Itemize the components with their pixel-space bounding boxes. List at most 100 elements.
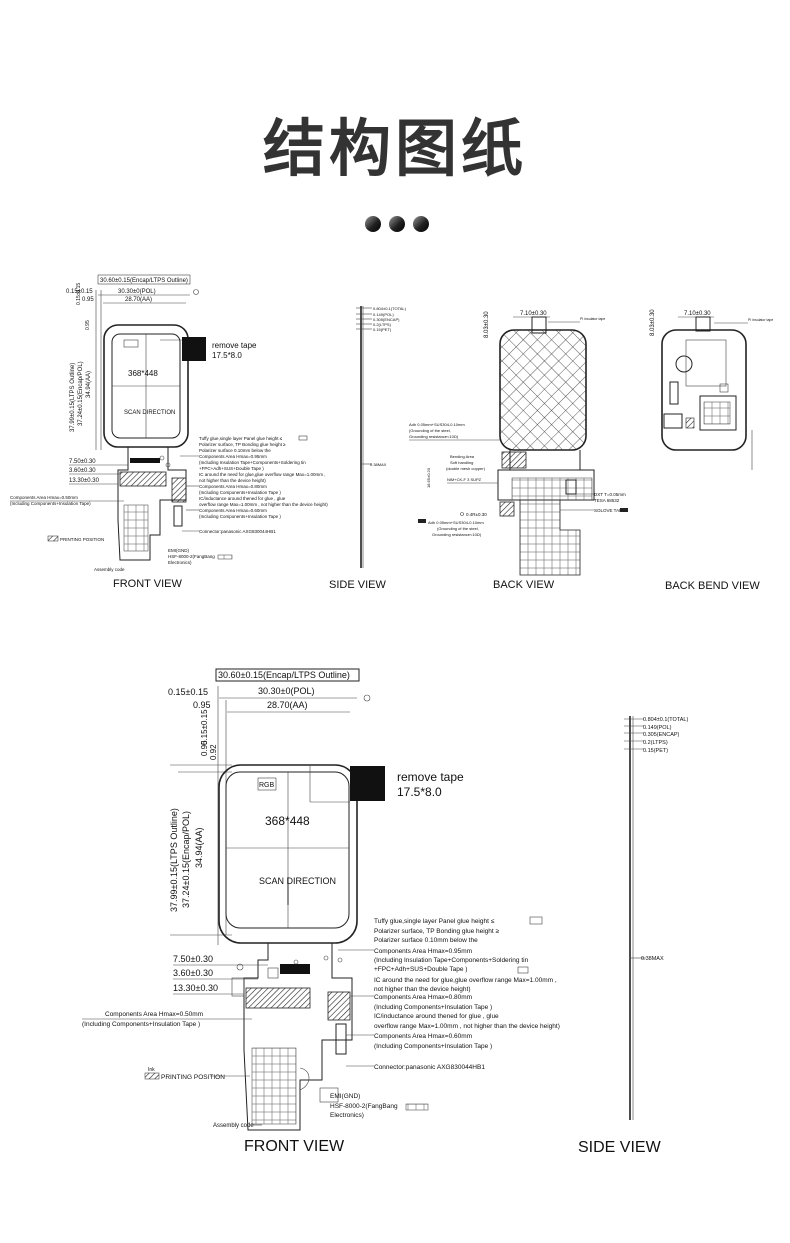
back-tape-note: PI insulator tape <box>580 317 605 321</box>
b-note: (Including Components+Insulation Tape ) <box>374 1004 492 1011</box>
dim-c-label: 13.30±0.30 <box>69 478 100 484</box>
side-layer: 0.804±0.1(TOTAL) <box>373 306 407 311</box>
b-side-layer: 0.305(ENCAP) <box>643 732 680 738</box>
b-components-left-a: Components Area Hmax=0.50mm <box>105 1011 203 1018</box>
b-ink-label: Ink <box>148 1067 155 1073</box>
note-line: Polarizer surface, TP Bonding glue heigh… <box>199 442 286 447</box>
encap-outline-box <box>97 274 191 285</box>
back-adh2-a: Adh 0.05mm+SUS304-0.10mm <box>428 520 484 525</box>
b-note: overflow range Max=1.00mm , not higher t… <box>374 1023 560 1030</box>
back-adh-b: (Grounding of the steel, <box>409 428 451 433</box>
back-dxt: DXT T=0.05mm <box>594 492 626 497</box>
gap-label: 0.95 <box>82 297 94 303</box>
b-side-layer: 0.15(PET) <box>643 748 668 754</box>
b-left-offset: 0.15±0.15 <box>168 687 208 697</box>
back-mesh-panel <box>499 329 587 451</box>
note-line: (Including Insulation Tape+Components+So… <box>199 460 306 465</box>
index-hatch-icon <box>47 535 59 542</box>
v-gap-label: 0.95 <box>85 320 91 330</box>
b-note: IC/inductance around thened for glue , g… <box>374 1013 499 1020</box>
b-ltps-height: 37.99±0.15(LTPS Outline) <box>169 808 179 912</box>
b-dim-c: 13.30±0.30 <box>173 983 218 993</box>
back-b2: 0.4R±0.30 <box>466 512 487 517</box>
b-gap: 0.95 <box>193 700 211 710</box>
page-title: 结构图纸 <box>262 112 527 185</box>
note-line: Polarizer surface 0.10mm below the <box>199 448 271 453</box>
back-solder: SOLOVE TAPE <box>594 508 625 513</box>
encap-height-label: 37.24±0.15(Encap/POL) <box>78 361 84 426</box>
b-note: Components Area Hmax=0.80mm <box>374 994 472 1001</box>
dot-indicator-icon <box>365 216 381 232</box>
b-side-layer: 0.149(POL) <box>643 725 672 731</box>
note-line: +FPC+Adh+SUS+Double Tape ) <box>199 466 264 471</box>
bottom-notes: Tuffy glue,single layer Panel glue heigh… <box>374 918 560 1071</box>
remove-tape-block <box>182 337 206 361</box>
dot-indicator <box>365 216 429 234</box>
b-dim-a: 7.50±0.30 <box>173 954 213 964</box>
b-note: IC around the need for glue,glue overflo… <box>374 977 557 984</box>
b-emi: EMI(GND) <box>330 1093 360 1100</box>
note-line: IC around the need for glue,glue overflo… <box>199 472 325 477</box>
dot-indicator-icon <box>413 216 429 232</box>
back-bend-length: 18.65±0.20 <box>426 467 431 488</box>
bottom-side-view: 0.804±0.1(TOTAL) 0.149(POL) 0.305(ENCAP)… <box>578 716 688 1156</box>
back-adh2-b: (Grounding of the steel, <box>437 526 479 531</box>
b-remove-tape-block <box>350 766 385 801</box>
b-note: Tuffy glue,single layer Panel glue heigh… <box>374 918 495 925</box>
top-back-bend-view: 7.10±0.30 8.03±0.30 PI insulator tape BA… <box>650 309 773 592</box>
side-layer: 0.305(ENCAP) <box>373 317 400 322</box>
hsf-label: HSF-8000-2(FangBang <box>168 554 215 559</box>
note-line: Connector:panasonic AXG830044HB1 <box>199 529 276 534</box>
top-back-view: 7.10±0.30 8.03±0.30 PI insulator tape Ad… <box>409 311 628 591</box>
printing-label: PRINTING POSITION <box>60 537 104 542</box>
b-side-layer: 0.804±0.1(TOTAL) <box>643 717 688 723</box>
b-side-bottom: 0.38MAX <box>641 956 664 962</box>
side-bottom-label: 0.38MAX <box>370 462 387 467</box>
top-side-view: 0.804±0.1(TOTAL) 0.149(POL) 0.305(ENCAP)… <box>329 306 407 591</box>
b-note: Polarizer surface 0.10mm below the <box>374 937 478 944</box>
dim-a-label: 7.50±0.30 <box>69 459 96 465</box>
b-note: not higher than the device height) <box>374 986 470 993</box>
b-rgb: RGB <box>259 782 275 789</box>
b-resolution: 368*448 <box>265 814 310 828</box>
b-note: (Including Insulation Tape+Components+So… <box>374 957 529 964</box>
encap-outline-box <box>215 668 360 682</box>
b-v-offset: 0.15±0.15 <box>200 709 209 745</box>
left-offset-label: 0.15±0.15 <box>66 289 93 295</box>
b-remove-tape-label: remove tape <box>397 770 464 784</box>
emi-label: EMI(GND) <box>168 548 189 553</box>
b-printing: PRINTING POSITION <box>161 1074 225 1081</box>
bend-width-label: 7.10±0.30 <box>684 311 711 317</box>
assembly-label: Assembly code <box>94 567 125 572</box>
b-side-layer: 0.2(LTPS) <box>643 740 668 746</box>
back-bend-c: (double mesh copper) <box>446 466 486 471</box>
b-side-view-label: SIDE VIEW <box>578 1139 662 1156</box>
b-dim-b: 3.60±0.30 <box>173 968 213 978</box>
ltps-height-label: 37.99±0.15(LTPS Outline) <box>70 363 76 432</box>
note-line: (Including Components+Insulation Tape ) <box>199 514 281 519</box>
b-hsf: HSF-8000-2(FangBang <box>330 1103 398 1110</box>
back-nfc: NIM+CK-F 3 SUPZ <box>447 477 482 482</box>
b-encap-height: 37.24±0.15(Encap/POL) <box>181 811 191 908</box>
tape-size-label: 17.5*8.0 <box>212 351 242 360</box>
side-view-label: SIDE VIEW <box>329 579 386 591</box>
electronics-label: Electronics) <box>168 560 192 565</box>
b-note: Components Area Hmax=0.95mm <box>374 948 472 955</box>
b-note: Polarizer surface, TP Bonding glue heigh… <box>374 928 500 935</box>
b-pol: 30.30±0(POL) <box>258 686 314 696</box>
note-line: IC/inductance around thened for glue , g… <box>199 496 286 501</box>
back-height-label: 8.03±0.30 <box>484 311 490 338</box>
b-front-view-label: FRONT VIEW <box>244 1138 345 1155</box>
back-tesa: TESA 68532 <box>594 498 620 503</box>
remove-tape-label: remove tape <box>212 341 257 350</box>
resolution-label: 368*448 <box>128 369 158 378</box>
back-bend-b: Soft handling <box>450 460 473 465</box>
bottom-front-view: 30.60±0.15(Encap/LTPS Outline) 0.15±0.15… <box>82 668 560 1155</box>
b-note: (Including Components+Insulation Tape ) <box>374 1043 492 1050</box>
b-v-gap-b: 0.92 <box>209 744 218 760</box>
side-layer: 0.15(PET) <box>373 327 392 332</box>
b-v-gap-a: 0.95 <box>200 740 209 756</box>
back-bend-a: Bending Area <box>450 454 475 459</box>
back-width-label: 7.10±0.30 <box>520 311 547 317</box>
scan-label: SCAN DIRECTION <box>124 410 175 416</box>
